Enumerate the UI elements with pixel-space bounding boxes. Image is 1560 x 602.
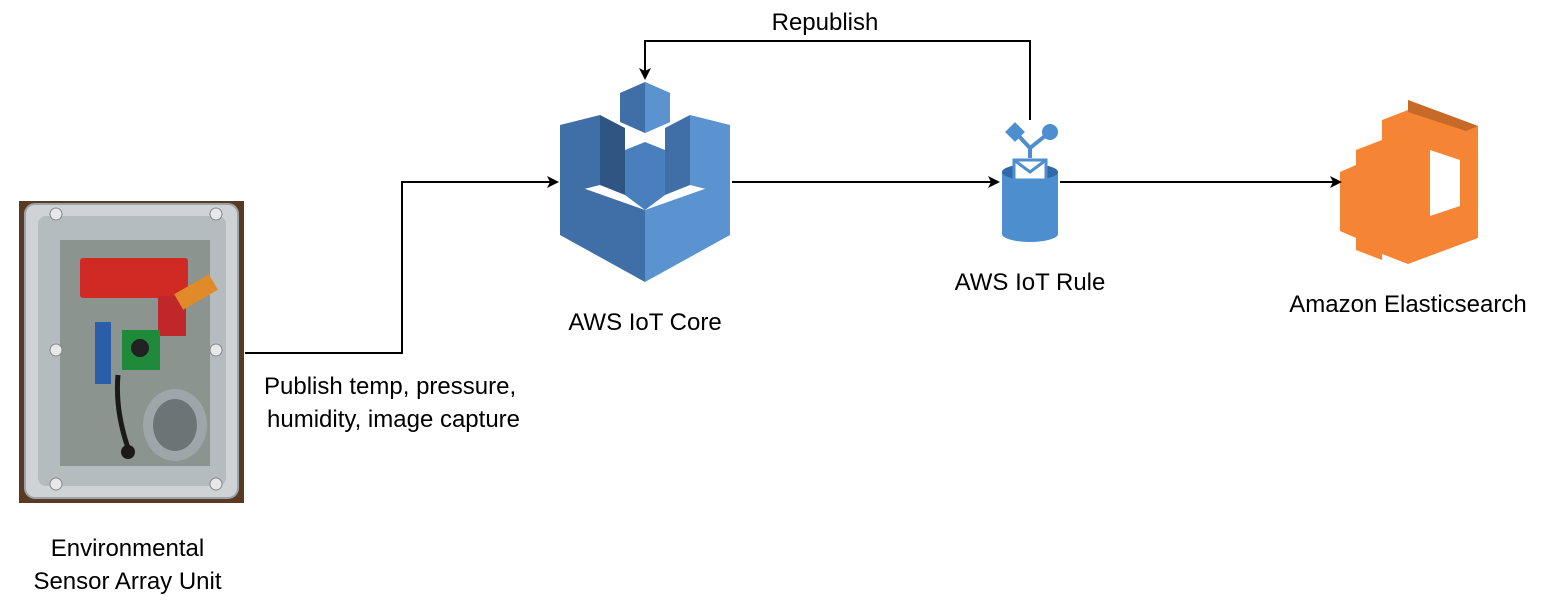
elasticsearch-label: Amazon Elasticsearch xyxy=(1289,291,1527,318)
amazon-elasticsearch-icon xyxy=(1340,100,1478,264)
sensor-enclosure-photo xyxy=(19,201,244,503)
publish-label-line2: humidity, image capture xyxy=(267,406,521,433)
iot-core-label: AWS IoT Core xyxy=(568,309,722,336)
sensor-label: Environmental Sensor Array Unit xyxy=(0,532,255,598)
aws-iot-core-icon xyxy=(560,82,730,282)
sensor-label-line1: Environmental xyxy=(50,535,205,562)
iot-rule-label: AWS IoT Rule xyxy=(954,269,1106,296)
republish-connector xyxy=(639,40,1031,120)
publish-edge-label: Publish temp, pressure, humidity, image … xyxy=(264,370,520,436)
republish-edge-label: Republish xyxy=(771,9,879,36)
aws-iot-rule-icon xyxy=(1002,122,1058,242)
publish-label-line1: Publish temp, pressure, xyxy=(264,373,517,400)
sensor-label-line2: Sensor Array Unit xyxy=(33,568,222,595)
publish-connector xyxy=(245,176,559,354)
